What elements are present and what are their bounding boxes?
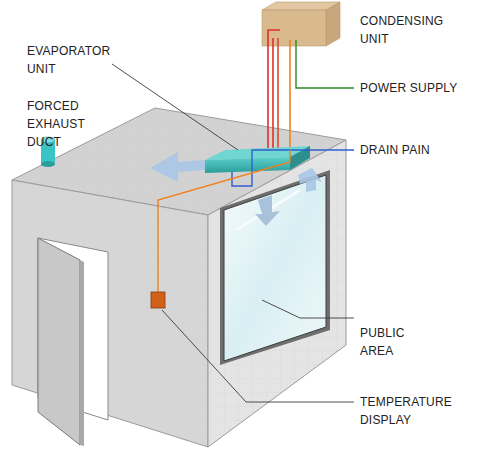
unit-label: CONDENSING UNIT: [360, 12, 460, 48]
display-label: TEMPERATURE DISPLAY: [360, 393, 470, 429]
power-wire: [296, 40, 354, 88]
area-label: PUBLIC AREA: [360, 324, 422, 360]
window-glass: [224, 175, 326, 361]
window-frame: [220, 170, 330, 365]
airflow-arrow: [150, 152, 205, 182]
airflow-arrow: [298, 168, 322, 192]
room-side: [208, 140, 346, 447]
sensor-wire: [158, 150, 290, 292]
unit-label: EVAPORATOR UNIT: [27, 42, 127, 78]
door: [38, 238, 80, 445]
pipe-label: DRAIN PAIN: [360, 141, 480, 159]
room-front: [12, 180, 208, 447]
airflow-arrow: [255, 195, 280, 226]
drain-line: [232, 150, 354, 186]
duct-label: FORCED EXHAUST DUCT: [27, 97, 99, 151]
temperature-display: [151, 292, 165, 308]
wire-label: POWER SUPPLY: [360, 79, 480, 97]
leader-lines: [112, 64, 354, 402]
refrigerant-pipes: [268, 30, 290, 152]
